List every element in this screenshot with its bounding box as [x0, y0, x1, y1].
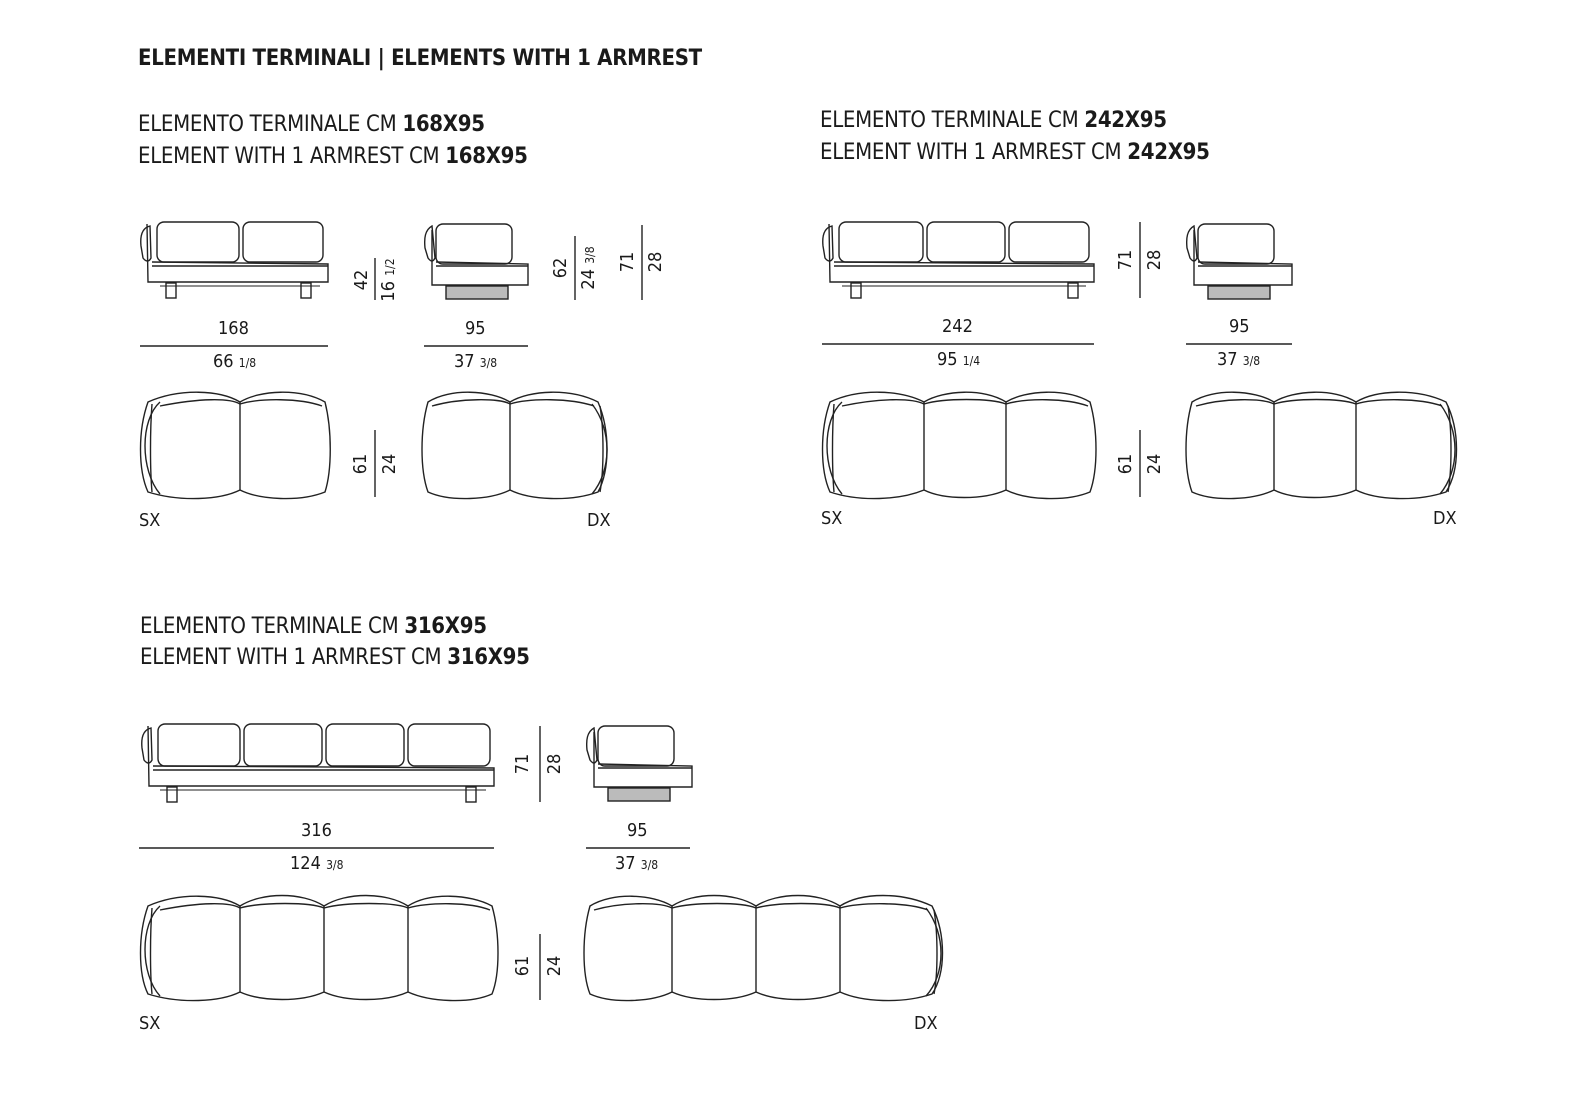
back-height-cm-168: 62	[550, 257, 571, 279]
caption-en-316: ELEMENT WITH 1 ARMREST CM 316X95	[140, 645, 530, 670]
total-height-in-168: 28	[645, 251, 666, 273]
label-sx-168: SX	[139, 510, 161, 531]
label-dx-316: DX	[914, 1013, 938, 1034]
caption-en-242: ELEMENT WITH 1 ARMREST CM 242X95	[820, 140, 1210, 165]
width-cm-242: 242	[942, 316, 973, 337]
label-dx-242: DX	[1433, 508, 1457, 529]
side-view-242	[1185, 223, 1293, 300]
seat-height-cm-168: 42	[351, 269, 372, 291]
plan-depth-in-168: 24	[379, 453, 400, 475]
depth-in-168: 37 3/8	[454, 351, 498, 372]
label-dx-168: DX	[587, 510, 611, 531]
plan-view-sx-316	[139, 894, 499, 1002]
side-view-316	[585, 725, 693, 802]
total-height-cm-242: 71	[1115, 249, 1136, 271]
front-view-168	[140, 221, 329, 299]
width-in-168: 66 1/8	[213, 351, 257, 372]
depth-in-316: 37 3/8	[615, 853, 659, 874]
width-in-242: 95 1/4	[937, 349, 981, 370]
plan-depth-in-242: 24	[1144, 453, 1165, 475]
plan-view-sx-242	[821, 391, 1097, 500]
plan-depth-cm-242: 61	[1115, 453, 1136, 475]
caption-it-168: ELEMENTO TERMINALE CM 168X95	[138, 112, 485, 137]
back-height-in-168: 24 3/8	[578, 246, 599, 290]
caption-en-168: ELEMENT WITH 1 ARMREST CM 168X95	[138, 144, 528, 169]
label-sx-242: SX	[821, 508, 843, 529]
total-height-in-242: 28	[1144, 249, 1165, 271]
label-sx-316: SX	[139, 1013, 161, 1034]
page-title: ELEMENTI TERMINALI | ELEMENTS WITH 1 ARM…	[138, 46, 702, 71]
width-cm-316: 316	[301, 820, 332, 841]
total-height-cm-168: 71	[617, 251, 638, 273]
width-in-316: 124 3/8	[290, 853, 344, 874]
front-view-316	[141, 723, 495, 803]
front-view-242	[822, 221, 1095, 299]
depth-cm-242: 95	[1229, 316, 1250, 337]
width-cm-168: 168	[218, 318, 249, 339]
depth-in-242: 37 3/8	[1217, 349, 1261, 370]
seat-height-in-168: 16 1/2	[378, 258, 399, 302]
caption-it-316: ELEMENTO TERMINALE CM 316X95	[140, 614, 487, 639]
side-view-168	[423, 223, 529, 300]
plan-depth-cm-168: 61	[350, 453, 371, 475]
total-height-cm-316: 71	[512, 753, 533, 775]
depth-cm-316: 95	[627, 820, 648, 841]
plan-depth-in-316: 24	[544, 955, 565, 977]
caption-it-242: ELEMENTO TERMINALE CM 242X95	[820, 108, 1167, 133]
total-height-in-316: 28	[544, 753, 565, 775]
plan-view-dx-242	[1185, 391, 1458, 500]
plan-depth-cm-316: 61	[512, 955, 533, 977]
plan-view-dx-168	[421, 391, 608, 500]
depth-cm-168: 95	[465, 318, 486, 339]
plan-view-sx-168	[139, 391, 331, 500]
plan-view-dx-316	[583, 894, 944, 1002]
